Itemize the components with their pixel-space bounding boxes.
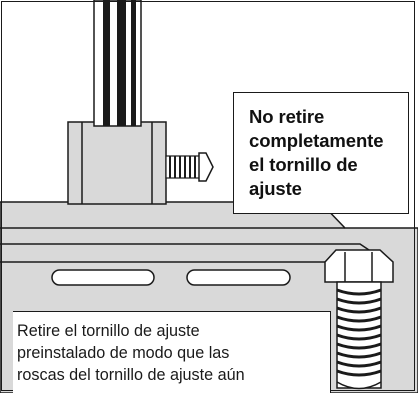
mounting-slot-right bbox=[186, 269, 291, 286]
post-collar bbox=[67, 121, 167, 205]
mounting-slot-left bbox=[51, 269, 155, 286]
warning-callout-text: No retire completamente el tornillo de a… bbox=[249, 106, 384, 199]
vertical-post bbox=[93, 0, 142, 127]
warning-callout: No retire completamente el tornillo de a… bbox=[233, 92, 409, 214]
set-screw-small bbox=[165, 152, 214, 182]
instruction-caption: Retire el tornillo de ajuste preinstalad… bbox=[13, 311, 331, 393]
hex-bolt-large bbox=[324, 249, 394, 390]
instruction-caption-text: Retire el tornillo de ajuste preinstalad… bbox=[17, 322, 245, 384]
